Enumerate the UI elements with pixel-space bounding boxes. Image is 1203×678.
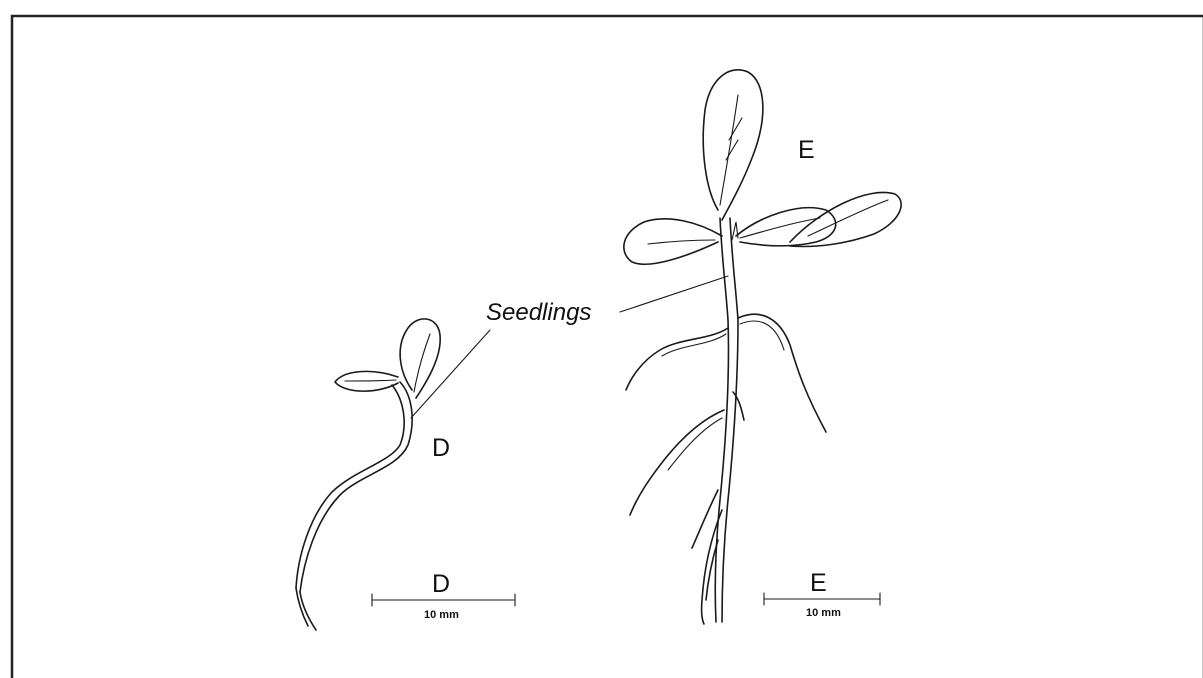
scale-bar-d-text: 10 mm [424, 609, 459, 621]
callout-line-d [411, 330, 490, 418]
scale-bar-e-text: 10 mm [806, 607, 841, 619]
label-e: E [798, 136, 815, 164]
scale-bar-e-letter: E [810, 569, 827, 597]
scale-bar-d: D 10 mm [372, 570, 515, 621]
scale-bar-d-letter: D [432, 570, 450, 598]
scale-bar-e: E 10 mm [764, 569, 880, 619]
figure-frame [12, 16, 1203, 678]
callout-line-e [620, 276, 728, 312]
seedling-d-drawing [296, 319, 440, 630]
seedling-e-drawing [624, 70, 901, 624]
label-d: D [432, 434, 450, 462]
callout-label: Seedlings [486, 299, 591, 326]
